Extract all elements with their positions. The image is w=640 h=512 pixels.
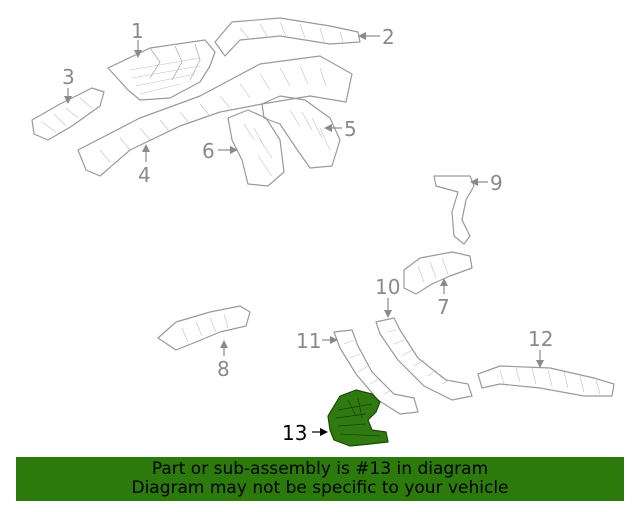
callout-13[interactable]: 13: [282, 421, 307, 445]
part-12-floor-duct: [477, 365, 615, 397]
callout-3[interactable]: 3: [62, 65, 75, 89]
callout-4[interactable]: 4: [138, 163, 151, 187]
callout-leaders: [64, 32, 544, 436]
part-6-outlet-duct: [227, 109, 285, 187]
callout-9[interactable]: 9: [490, 171, 503, 195]
part-5-center-duct: [261, 95, 341, 169]
callout-5[interactable]: 5: [344, 117, 357, 141]
part-10-rear-duct: [375, 317, 473, 401]
callout-8[interactable]: 8: [217, 357, 230, 381]
callout-2[interactable]: 2: [382, 25, 395, 49]
callout-6[interactable]: 6: [202, 139, 215, 163]
part-13-highlighted-duct[interactable]: [327, 389, 389, 447]
callout-12[interactable]: 12: [528, 327, 553, 351]
callout-1[interactable]: 1: [131, 19, 144, 43]
part-1-vent-housing: [107, 39, 216, 101]
banner-line-1: Part or sub-assembly is #13 in diagram: [151, 459, 489, 479]
part-9-bracket: [433, 175, 475, 245]
part-2-defroster-duct: [214, 17, 361, 57]
callout-11[interactable]: 11: [296, 329, 321, 353]
info-banner: Part or sub-assembly is #13 in diagram D…: [16, 457, 624, 501]
callout-10[interactable]: 10: [375, 275, 400, 299]
part-8-floor-duct: [157, 305, 251, 351]
part-7-connector-duct: [403, 251, 473, 295]
callout-7[interactable]: 7: [437, 295, 450, 319]
banner-line-2: Diagram may not be specific to your vehi…: [131, 478, 509, 498]
part-11-rear-duct: [333, 329, 419, 415]
part-4-main-duct: [77, 55, 353, 177]
